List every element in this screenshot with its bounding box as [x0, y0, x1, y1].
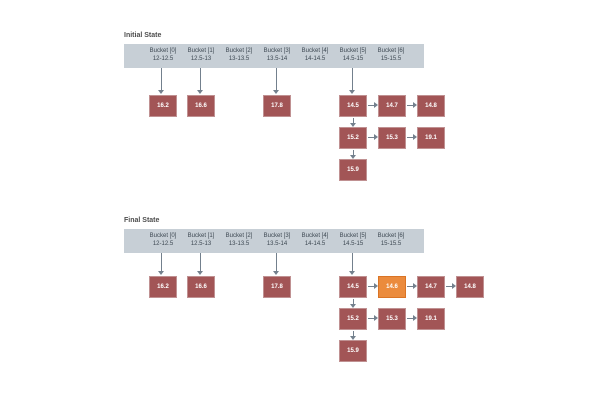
down-arrow-icon [197, 68, 204, 94]
down-arrow-icon [350, 150, 357, 159]
down-arrow-icon [273, 68, 280, 94]
bucket-name: Bucket [1] [187, 48, 215, 54]
bucket-range: 12.5-13 [190, 55, 212, 62]
bucket-range: 15-15.5 [380, 55, 402, 62]
right-arrow-icon [446, 283, 456, 290]
bucket-range: 14.5-15 [342, 240, 364, 247]
bucket-label-4: Bucket [4] 14-14.5 [293, 48, 337, 64]
value-node: 15.9 [339, 159, 367, 181]
right-arrow-icon [368, 315, 378, 322]
bucket-range: 12-12.5 [152, 240, 174, 247]
value-node: 15.9 [339, 340, 367, 362]
bucket-name: Bucket [2] [225, 233, 253, 239]
inserted-value-node: 14.6 [378, 276, 406, 298]
initial-state-title: Initial State [124, 32, 162, 39]
value-node: 16.6 [187, 95, 215, 117]
value-node: 19.1 [417, 127, 445, 149]
value-node: 14.5 [339, 95, 367, 117]
down-arrow-icon [349, 68, 356, 94]
right-arrow-icon [368, 134, 378, 141]
value-node: 16.2 [149, 276, 177, 298]
value-node: 14.5 [339, 276, 367, 298]
bucket-label-2: Bucket [2] 13-13.5 [217, 233, 261, 249]
final-state-title: Final State [124, 217, 160, 224]
bucket-range: 13.5-14 [266, 240, 288, 247]
bucket-name: Bucket [0] [149, 48, 177, 54]
bucket-range: 14.5-15 [342, 55, 364, 62]
right-arrow-icon [368, 283, 378, 290]
bucket-label-4: Bucket [4] 14-14.5 [293, 233, 337, 249]
value-node: 15.3 [378, 308, 406, 330]
bucket-name: Bucket [5] [339, 233, 367, 239]
bucket-label-6: Bucket [6] 15-15.5 [369, 233, 413, 249]
value-node: 16.2 [149, 95, 177, 117]
bucket-name: Bucket [4] [301, 233, 329, 239]
bucket-name: Bucket [4] [301, 48, 329, 54]
bucket-label-3: Bucket [3] 13.5-14 [255, 233, 299, 249]
bucket-label-3: Bucket [3] 13.5-14 [255, 48, 299, 64]
bucket-name: Bucket [6] [377, 48, 405, 54]
down-arrow-icon [197, 253, 204, 275]
bucket-range: 14-14.5 [304, 240, 326, 247]
bucket-name: Bucket [5] [339, 48, 367, 54]
bucket-name: Bucket [1] [187, 233, 215, 239]
bucket-name: Bucket [2] [225, 48, 253, 54]
right-arrow-icon [407, 283, 417, 290]
right-arrow-icon [368, 102, 378, 109]
value-node: 17.8 [263, 276, 291, 298]
down-arrow-icon [350, 118, 357, 127]
bucket-label-0: Bucket [0] 12-12.5 [141, 233, 185, 249]
down-arrow-icon [349, 253, 356, 275]
bucket-name: Bucket [6] [377, 233, 405, 239]
bucket-label-5: Bucket [5] 14.5-15 [331, 48, 375, 64]
value-node: 14.7 [378, 95, 406, 117]
bucket-range: 12-12.5 [152, 55, 174, 62]
value-node: 15.2 [339, 127, 367, 149]
bucket-range: 15-15.5 [380, 240, 402, 247]
value-node: 15.3 [378, 127, 406, 149]
value-node: 17.8 [263, 95, 291, 117]
value-node: 15.2 [339, 308, 367, 330]
bucket-range: 13.5-14 [266, 55, 288, 62]
bucket-label-1: Bucket [1] 12.5-13 [179, 233, 223, 249]
bucket-name: Bucket [3] [263, 48, 291, 54]
bucket-label-5: Bucket [5] 14.5-15 [331, 233, 375, 249]
bucket-range: 13-13.5 [228, 55, 250, 62]
bucket-header-bar [124, 229, 424, 253]
bucket-label-1: Bucket [1] 12.5-13 [179, 48, 223, 64]
bucket-label-6: Bucket [6] 15-15.5 [369, 48, 413, 64]
bucket-range: 13-13.5 [228, 240, 250, 247]
down-arrow-icon [350, 331, 357, 340]
right-arrow-icon [407, 315, 417, 322]
right-arrow-icon [407, 102, 417, 109]
value-node: 14.8 [417, 95, 445, 117]
value-node: 19.1 [417, 308, 445, 330]
bucket-label-2: Bucket [2] 13-13.5 [217, 48, 261, 64]
bucket-range: 14-14.5 [304, 55, 326, 62]
down-arrow-icon [158, 253, 165, 275]
down-arrow-icon [350, 299, 357, 308]
right-arrow-icon [407, 134, 417, 141]
bucket-range: 12.5-13 [190, 240, 212, 247]
value-node: 14.7 [417, 276, 445, 298]
value-node: 14.8 [456, 276, 484, 298]
down-arrow-icon [273, 253, 280, 275]
bucket-name: Bucket [3] [263, 233, 291, 239]
bucket-header-bar [124, 44, 424, 68]
bucket-name: Bucket [0] [149, 233, 177, 239]
value-node: 16.6 [187, 276, 215, 298]
down-arrow-icon [158, 68, 165, 94]
bucket-label-0: Bucket [0] 12-12.5 [141, 48, 185, 64]
